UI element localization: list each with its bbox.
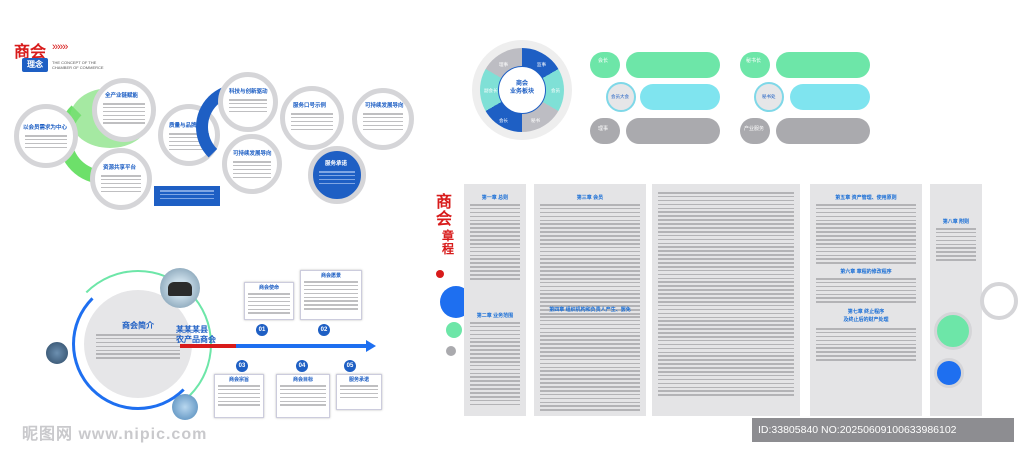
card-vision: 商会愿景 [300,270,362,320]
wheel-center-line1: 商会 [515,81,528,87]
pill-r1: 秘书长 [740,52,770,78]
bubble-member-center-title: 以会员需求为中心 [23,125,68,131]
chapter-1-title: 第一章 总则 [481,195,509,201]
chapter-4-title: 第四章 组织机构和负责人产生、罢免 [549,307,631,313]
bubble-slogan-title: 服务口号示例 [293,103,327,109]
bubble-share-title: 资源共享平台 [103,165,137,171]
watermark-id: ID:33805840 NO:20250609100633986102 [758,424,957,436]
chapter-2-title: 第二章 业务范围 [476,313,514,319]
chapter-6-title: 第六章 章程的修改程序 [840,269,892,275]
card-promise-title: 服务承诺 [348,377,369,383]
chapter-3-title: 第三章 会员 [576,195,604,201]
card-purpose: 商会宗旨 [214,374,264,418]
pill-l1-wide [626,52,720,78]
brand-arrows: »»» [52,41,68,53]
pill-l3-wide [626,118,720,144]
card-promise: 服务承诺 [336,374,382,410]
intro-photo-city [172,394,198,420]
bubble-promise-title: 服务承诺 [325,161,348,167]
bubble-empower-title: 全产业链赋能 [105,93,139,99]
pill-r2-circle: 秘书处 [754,82,784,112]
wheel-segment-2: 监事 [537,62,546,67]
timeline-arrowhead [366,340,376,352]
pill-r1-wide [776,52,870,78]
pill-l1-label: 会长 [598,58,609,64]
org-name-line2: 农产品商会 [176,335,216,344]
chapter-5-title: 第五章 资产管理、使用原则 [835,195,897,201]
concept-en: THE CONCEPT OF THE CHAMBER OF COMMERCE [52,60,104,70]
bubble-share: 资源共享平台 [90,148,152,210]
chapter-7-subtitle: 及终止后的财产处理 [843,317,889,323]
pill-l2-wide [640,84,720,110]
pill-l1: 会长 [590,52,620,78]
wheel-center-line2: 业务板块 [509,89,534,95]
wheel-segment-4: 秘书 [531,118,540,123]
timeline-bar-blue [236,344,366,348]
step-03: 03 [236,360,248,372]
step-01: 01 [256,324,268,336]
watermark-site: 昵图网 www.nipic.com [22,426,208,443]
bubble-sustain-top: 可持续发展导向 [352,88,414,150]
intro-title: 商会简介 [122,321,154,330]
charter-green-dot [446,322,462,338]
intro-disc: 商会简介 [84,290,192,398]
card-mission: 商会使命 [244,282,294,320]
concept-badge: 理念 [22,58,48,72]
wheel-segment-3: 会员 [551,88,560,93]
pill-r3: 产业服务 [740,118,770,144]
charter-panel-2: 第三章 会员 第四章 组织机构和负责人产生、罢免 [534,184,646,416]
charter-ring-blue [934,358,964,388]
step-05: 05 [344,360,356,372]
bubble-empower: 全产业链赋能 [92,78,156,142]
chapter-8-title: 第八章 附则 [942,219,970,225]
card-goal-title: 商会目标 [292,377,313,383]
pill-r1-label: 秘书长 [746,58,762,64]
step-02: 02 [318,324,330,336]
charter-panel-1: 第一章 总则 第二章 业务范围 [464,184,526,416]
bubble-promise: 服务承诺 [308,146,366,204]
pill-l3-label: 理事 [598,126,609,132]
charter-ring-green [934,312,972,350]
pill-l2-label: 会员大会 [611,94,629,99]
bubble-tech-title: 科技与创新驱动 [229,89,268,95]
card-goal: 商会目标 [276,374,330,418]
wheel-segment-5: 会长 [499,118,508,123]
bubble-slogan: 服务口号示例 [280,86,344,150]
charter-panel-3 [652,184,800,416]
charter-panel-4: 第五章 资产管理、使用原则 第六章 章程的修改程序 第七章 终止程序 及终止后的… [810,184,922,416]
wheel-segment-6: 副会长 [484,88,498,93]
org-name-line1: 某某某县 [176,325,208,334]
concept-note-box [154,186,220,206]
bubble-member-center: 以会员需求为中心 [14,104,78,168]
bubble-sustain-top-title: 可持续发展导向 [365,103,404,109]
card-purpose-title: 商会宗旨 [228,377,249,383]
pill-r2-wide [790,84,870,110]
pill-l2-circle: 会员大会 [606,82,636,112]
watermark-id-bar: ID:33805840 NO:20250609100633986102 [752,418,1014,442]
cow-silhouette [168,282,192,296]
charter-ring-grey [980,282,1018,320]
card-vision-title: 商会愿景 [320,273,341,279]
chapter-7-title: 第七章 终止程序 [847,309,885,315]
charter-red-dot [436,270,444,278]
concept-label: 理念 [27,60,43,69]
step-04: 04 [296,360,308,372]
bubble-quality-title: 质量与品牌护航 [169,123,208,129]
intro-arc-inner [72,278,204,410]
card-mission-title: 商会使命 [258,285,279,291]
pill-r3-label: 产业服务 [744,126,765,132]
charter-title-b: 章程 [442,229,455,256]
charter-title-a: 商会 [436,194,453,228]
charter-grey-dot [446,346,456,356]
wheel-center: 商会 业务板块 [498,66,546,114]
bubble-sustain-mid-title: 可持续发展导向 [233,151,272,157]
pill-r3-wide [776,118,870,144]
pill-r2-label: 秘书处 [762,94,776,99]
bubble-sustain-mid: 可持续发展导向 [222,134,282,194]
brand-title: 商会 [14,44,47,61]
wheel-segment-1: 理事 [499,62,508,67]
bubble-tech: 科技与创新驱动 [218,72,278,132]
pill-l3: 理事 [590,118,620,144]
intro-photo-small [44,340,70,366]
